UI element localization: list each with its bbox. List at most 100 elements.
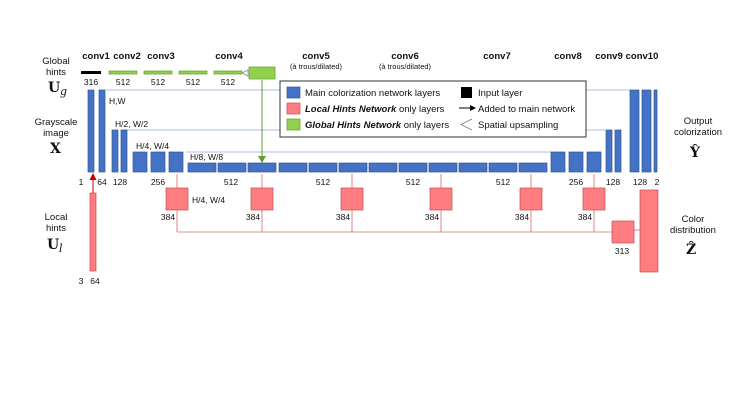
global-hints-label-1: Global	[42, 56, 69, 67]
global-hint-arrow	[258, 156, 266, 163]
global-upsample-icon	[241, 69, 249, 77]
main-network	[87, 89, 658, 173]
main-layer-conv4a	[187, 162, 217, 173]
main-layer-conv10b	[641, 89, 652, 173]
local-input-layer	[89, 192, 97, 272]
legend-added-arrow-icon	[470, 105, 476, 111]
main-ch-0: 1	[79, 177, 84, 187]
local-ch-1: 64	[90, 276, 100, 286]
legend-added-text: Added to main network	[478, 104, 575, 115]
conv-header-4: conv4	[215, 51, 243, 62]
local-hint-boxes: 384 384 384 384 384 384 313	[161, 187, 659, 273]
local-box-conv6	[429, 187, 453, 211]
global-ch-3: 512	[186, 77, 200, 87]
conv-header-9: conv9	[595, 51, 622, 62]
output-label-2: colorization	[674, 127, 722, 138]
main-ch-5: 512	[316, 177, 330, 187]
output-label-1: Output	[684, 116, 713, 127]
local-box-conv7	[519, 187, 543, 211]
res-label-h4: H/4, W/4	[136, 141, 169, 151]
red-ch-3: 384	[425, 212, 439, 222]
legend-global-text: Global Hints Network only layers	[305, 120, 449, 131]
local-box-conv8	[582, 187, 606, 211]
main-ch-9: 128	[606, 177, 620, 187]
main-ch-10: 128	[633, 177, 647, 187]
main-layer-conv4b	[217, 162, 247, 173]
main-ch-3: 256	[151, 177, 165, 187]
grayscale-symbol: X	[50, 141, 61, 157]
global-input-layer	[81, 71, 101, 74]
legend-upsample-text: Spatial upsampling	[478, 120, 558, 131]
main-layer-conv9a	[605, 129, 613, 173]
global-hint-row: 316 512 512 512 512	[81, 66, 276, 87]
main-layer-conv1a	[87, 89, 95, 173]
global-layer-conv4b	[213, 70, 243, 75]
global-hints-symbol: U	[48, 80, 60, 96]
main-layer-conv6c	[428, 162, 458, 173]
main-layer-conv1b	[98, 89, 106, 173]
conv-header-6: conv6	[391, 51, 418, 62]
red-ch-5: 384	[578, 212, 592, 222]
conv-header-2: conv2	[113, 51, 140, 62]
output-symbol: Ŷ	[689, 143, 701, 161]
legend-global-swatch	[286, 118, 301, 131]
global-layer-conv4-box	[248, 66, 276, 80]
conv6-subtitle: (à trous/dilated)	[379, 62, 432, 71]
red-ch-1: 384	[246, 212, 260, 222]
conv-header-10: conv10	[626, 51, 659, 62]
main-layer-conv7c	[518, 162, 548, 173]
legend-main-swatch	[286, 86, 301, 99]
global-ch-0: 316	[84, 77, 98, 87]
main-layer-conv5c	[338, 162, 368, 173]
global-ch-1: 512	[116, 77, 130, 87]
legend-input-text: Input layer	[478, 88, 522, 99]
conv-header-7: conv7	[483, 51, 510, 62]
global-hints-label-2: hints	[46, 67, 66, 78]
main-ch-2: 128	[113, 177, 127, 187]
red-ch-2: 384	[336, 212, 350, 222]
legend-main-text: Main colorization network layers	[305, 88, 440, 99]
global-hints-subscript: g	[60, 85, 67, 98]
main-layer-conv3c	[168, 151, 184, 173]
main-ch-6: 512	[406, 177, 420, 187]
main-ch-11: 2	[655, 177, 660, 187]
legend-input-swatch	[461, 87, 472, 98]
local-box-conv3	[165, 187, 189, 211]
local-box-conv5	[340, 187, 364, 211]
res-label-h8: H/8, W/8	[190, 152, 223, 162]
conv-header-5: conv5	[302, 51, 330, 62]
main-ch-8: 256	[569, 177, 583, 187]
local-input-arrow	[89, 173, 97, 180]
conv-header-3: conv3	[147, 51, 174, 62]
local-ch-0: 3	[79, 276, 84, 286]
global-layer-conv2	[108, 70, 138, 75]
conv5-subtitle: (à trous/dilated)	[290, 62, 343, 71]
main-layer-conv9b	[614, 129, 622, 173]
main-layer-conv8a	[550, 151, 566, 173]
color-distribution-layer	[639, 189, 659, 273]
color-dist-label-1: Color	[682, 214, 705, 225]
legend-local-swatch	[286, 102, 301, 115]
main-layer-conv5b	[308, 162, 338, 173]
conv-header-8: conv8	[554, 51, 581, 62]
red-ch-4: 384	[515, 212, 529, 222]
main-layer-conv8c	[586, 151, 602, 173]
res-label-local-h4: H/4, W/4	[192, 195, 225, 205]
main-layer-conv2b	[120, 129, 128, 173]
main-layer-conv8b	[568, 151, 584, 173]
main-layer-conv3a	[132, 151, 148, 173]
legend-local-text: Local Hints Network only layers	[305, 104, 445, 115]
legend-upsample-icon	[460, 118, 473, 131]
main-channel-labels: 1 64 128 256 512 512 512 512 256 128 128…	[79, 177, 660, 187]
local-box-conv4	[250, 187, 274, 211]
main-layer-conv6b	[398, 162, 428, 173]
color-dist-label-2: distribution	[670, 225, 716, 236]
local-hints-symbol: U	[47, 237, 59, 253]
res-label-hw: H,W	[109, 96, 126, 106]
grayscale-label-1: Grayscale	[35, 117, 78, 128]
grayscale-label-2: image	[43, 128, 69, 139]
main-ch-7: 512	[496, 177, 510, 187]
main-ch-4: 512	[224, 177, 238, 187]
